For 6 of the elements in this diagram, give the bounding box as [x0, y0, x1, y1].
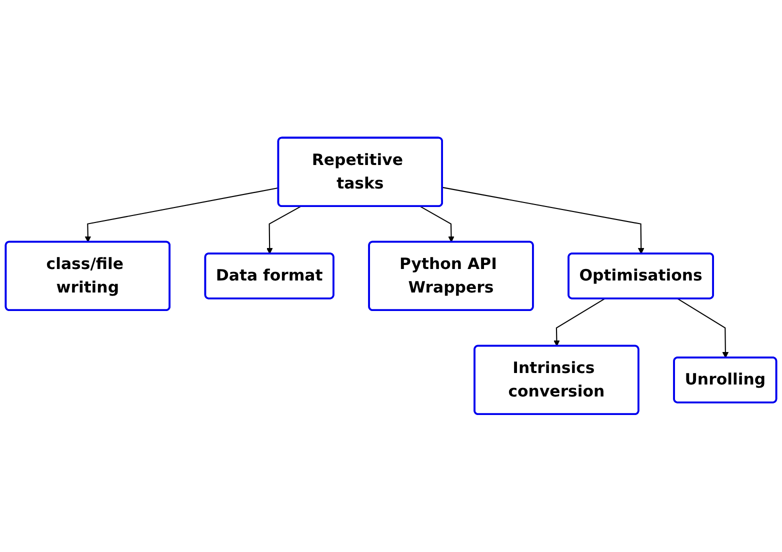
arrow	[554, 298, 606, 346]
arrow	[677, 298, 729, 358]
arrow	[442, 187, 644, 254]
arrow	[266, 206, 302, 254]
arrow	[84, 187, 279, 242]
arrow	[420, 206, 454, 242]
